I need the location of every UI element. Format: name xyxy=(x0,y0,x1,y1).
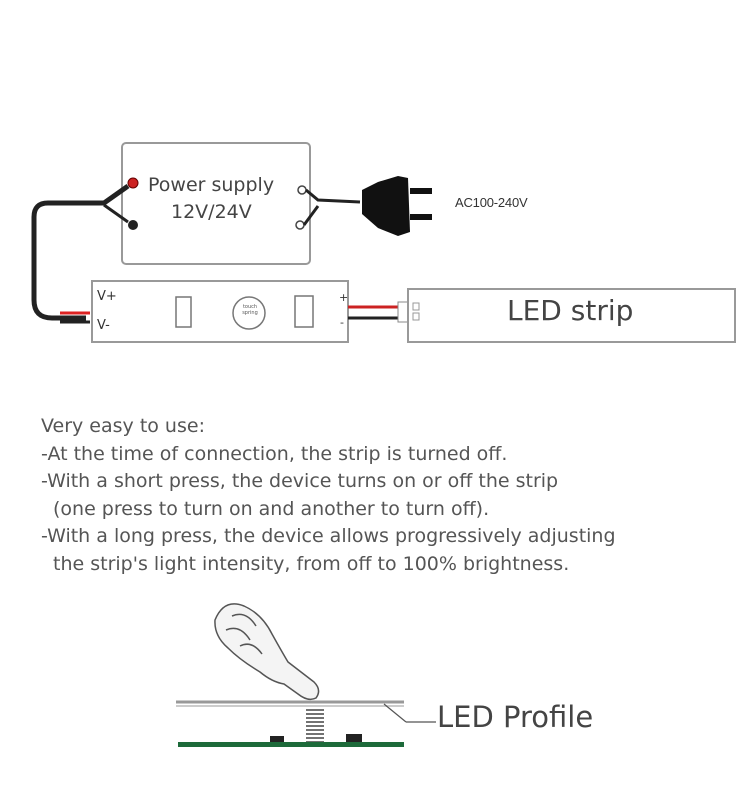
power-supply-terminal-ac1 xyxy=(297,185,307,195)
instructions-line: -With a long press, the device allows pr… xyxy=(41,525,616,547)
pcb-board xyxy=(178,742,404,747)
dc-cable xyxy=(31,183,130,321)
led-strip-box xyxy=(407,288,736,343)
controller-v-plus-label: V+ xyxy=(97,289,117,304)
dc-wire-negative xyxy=(103,203,129,224)
controller-window-right xyxy=(294,295,314,328)
controller-window-left xyxy=(175,296,192,328)
plug-pin-top xyxy=(410,188,432,194)
ac-cable xyxy=(302,188,361,226)
plug-icon xyxy=(362,176,410,236)
controller-v-minus-label: V- xyxy=(97,318,110,333)
pcb-component-2 xyxy=(346,734,362,742)
power-supply-terminal-negative xyxy=(128,220,138,230)
power-supply-title: Power supply xyxy=(148,174,275,196)
led-strip-pad-1 xyxy=(412,302,420,311)
power-supply-voltage: 12V/24V xyxy=(171,201,252,223)
plug-voltage-label: AC100-240V xyxy=(455,195,528,210)
hand-icon xyxy=(214,603,320,701)
touch-button-label: touch spring xyxy=(242,304,258,316)
led-strip-pad-2 xyxy=(412,312,420,321)
spring-icon xyxy=(306,705,324,743)
led-profile-label: LED Profile xyxy=(437,700,594,734)
controller-minus-label: - xyxy=(340,316,344,329)
power-supply-box xyxy=(121,142,311,265)
instructions-line: the strip's light intensity, from off to… xyxy=(53,552,570,575)
profile-leader-line xyxy=(383,703,407,723)
instructions-line: (one press to turn on and another to tur… xyxy=(53,497,490,520)
instructions-heading: Very easy to use: xyxy=(41,415,205,437)
controller-plus-label: + xyxy=(339,291,349,304)
power-supply-terminal-ac2 xyxy=(295,220,305,230)
instructions-line: -At the time of connection, the strip is… xyxy=(41,442,508,465)
power-supply-terminal-positive xyxy=(127,177,139,189)
pcb-component-1 xyxy=(270,736,284,742)
led-strip-label: LED strip xyxy=(507,294,634,327)
plug-pin-bottom xyxy=(410,214,432,220)
instructions-line: -With a short press, the device turns on… xyxy=(41,470,559,492)
instructions-text: Very easy to use: -At the time of connec… xyxy=(41,413,721,578)
touch-button xyxy=(232,296,266,330)
